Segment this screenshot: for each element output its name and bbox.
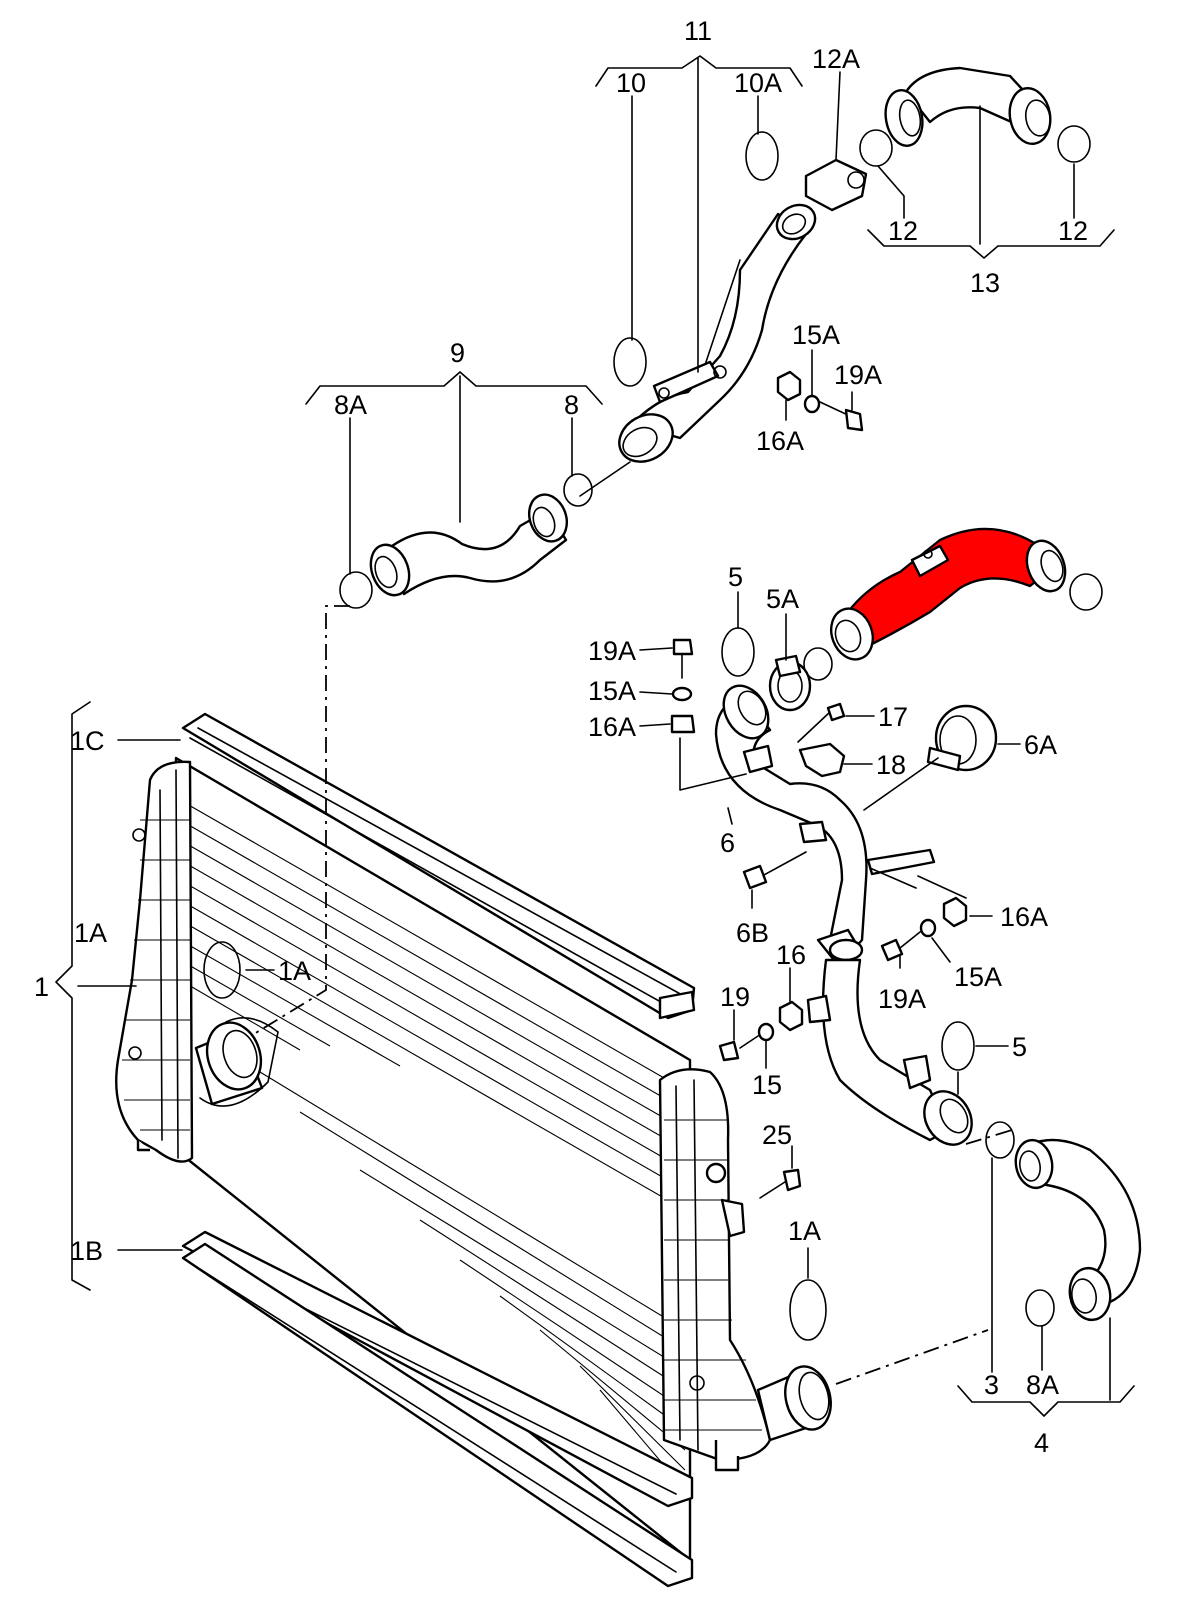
- washer-15A-right: [919, 918, 937, 938]
- label-1A-mid: 1A: [278, 956, 311, 986]
- label-25: 25: [762, 1120, 792, 1150]
- bolt-19A-right: [880, 931, 921, 962]
- label-11: 11: [684, 16, 712, 46]
- oring-12-right: [1057, 125, 1091, 163]
- label-18: 18: [876, 750, 906, 780]
- label-1C: 1C: [70, 726, 105, 756]
- label-6A: 6A: [1024, 730, 1057, 760]
- label-19A-right: 19A: [878, 984, 926, 1014]
- washer-15: [757, 1022, 775, 1042]
- bottom-rail-1B: [181, 1230, 694, 1588]
- label-1B: 1B: [70, 1236, 103, 1266]
- nut-16A-top: [776, 370, 802, 402]
- label-16A-top: 16A: [756, 426, 804, 456]
- label-12A: 12A: [812, 44, 860, 74]
- label-19A-top: 19A: [834, 360, 882, 390]
- oring-8A-top: [339, 571, 373, 609]
- label-19: 19: [720, 982, 750, 1012]
- label-13: 13: [970, 268, 1000, 298]
- oring-5-top: [721, 627, 755, 677]
- top-rail-1C: [181, 712, 696, 1020]
- oring-5-mid: [941, 1021, 975, 1071]
- right-end-tank: [658, 1068, 772, 1472]
- label-10: 10: [616, 68, 646, 98]
- oring-1A-mid: [203, 941, 241, 999]
- oring-8: [563, 473, 593, 507]
- hose-9: [369, 493, 569, 597]
- label-19A-left: 19A: [588, 636, 636, 666]
- label-10A: 10A: [734, 68, 782, 98]
- oring-8A-bottom: [1025, 1289, 1055, 1327]
- cap-6A: [926, 704, 998, 772]
- intercooler: [115, 712, 832, 1588]
- oring-3: [985, 1121, 1015, 1159]
- intercooler-inlet-neck: [194, 1016, 279, 1107]
- label-15A-right: 15A: [954, 962, 1002, 992]
- clip-18: [798, 742, 846, 778]
- nut-16: [778, 1000, 804, 1032]
- oring-left-red: [803, 647, 833, 681]
- label-16A-left: 16A: [588, 712, 636, 742]
- oring-10A: [745, 131, 779, 181]
- leader-lines: [55, 55, 1135, 1417]
- label-8A-bottom: 8A: [1026, 1370, 1059, 1400]
- label-15A-left: 15A: [588, 676, 636, 706]
- label-6B: 6B: [736, 918, 769, 948]
- label-5-top: 5: [728, 562, 743, 592]
- hose-13: [884, 66, 1052, 147]
- callout-labels: 11 10 10A 12A 12 12 13 9 8A 8 15A 19A 16…: [34, 16, 1088, 1458]
- hose-4: [1014, 1138, 1142, 1322]
- label-1A-bottom: 1A: [788, 1216, 821, 1246]
- label-12-left: 12: [888, 216, 918, 246]
- pipe-6: [714, 684, 936, 962]
- nut-16A-right: [942, 896, 968, 928]
- clamp-5A: [768, 654, 812, 712]
- label-12-right: 12: [1058, 216, 1088, 246]
- label-16A-right: 16A: [1000, 902, 1048, 932]
- label-17: 17: [878, 702, 908, 732]
- label-9: 9: [450, 338, 465, 368]
- pipe-lower: [806, 958, 973, 1146]
- washer-15A-left: [671, 686, 693, 702]
- intercooler-outlet-neck: [756, 1365, 832, 1442]
- top-rail-end: [658, 990, 696, 1020]
- oring-1A-bottom: [789, 1279, 827, 1341]
- clamp-12A: [804, 158, 868, 212]
- label-5-mid: 5: [1012, 1032, 1027, 1062]
- bolt-19A-top: [819, 401, 864, 432]
- label-5A: 5A: [766, 584, 799, 614]
- label-6: 6: [720, 828, 735, 858]
- label-15: 15: [752, 1070, 782, 1100]
- pipe-11: [618, 203, 817, 463]
- label-16: 16: [776, 940, 806, 970]
- label-1A-side: 1A: [74, 918, 107, 948]
- screw-6B: [742, 851, 807, 890]
- bolt-19A-left: [672, 638, 694, 679]
- label-8: 8: [564, 390, 579, 420]
- label-15A-top: 15A: [792, 320, 840, 350]
- washer-15A-top: [803, 394, 821, 414]
- label-4: 4: [1034, 1428, 1049, 1458]
- left-end-tank: [115, 760, 194, 1163]
- label-8A-top: 8A: [334, 390, 367, 420]
- oring-right-red: [1069, 573, 1103, 611]
- screw-17: [797, 702, 846, 743]
- highlighted-hose: [830, 527, 1067, 661]
- bolt-19: [718, 1035, 759, 1062]
- label-1: 1: [34, 972, 49, 1002]
- oring-10: [613, 337, 647, 387]
- screw-25: [759, 1168, 802, 1199]
- nut-16A-left: [670, 714, 696, 734]
- oring-12-left: [859, 129, 893, 167]
- label-3: 3: [984, 1370, 999, 1400]
